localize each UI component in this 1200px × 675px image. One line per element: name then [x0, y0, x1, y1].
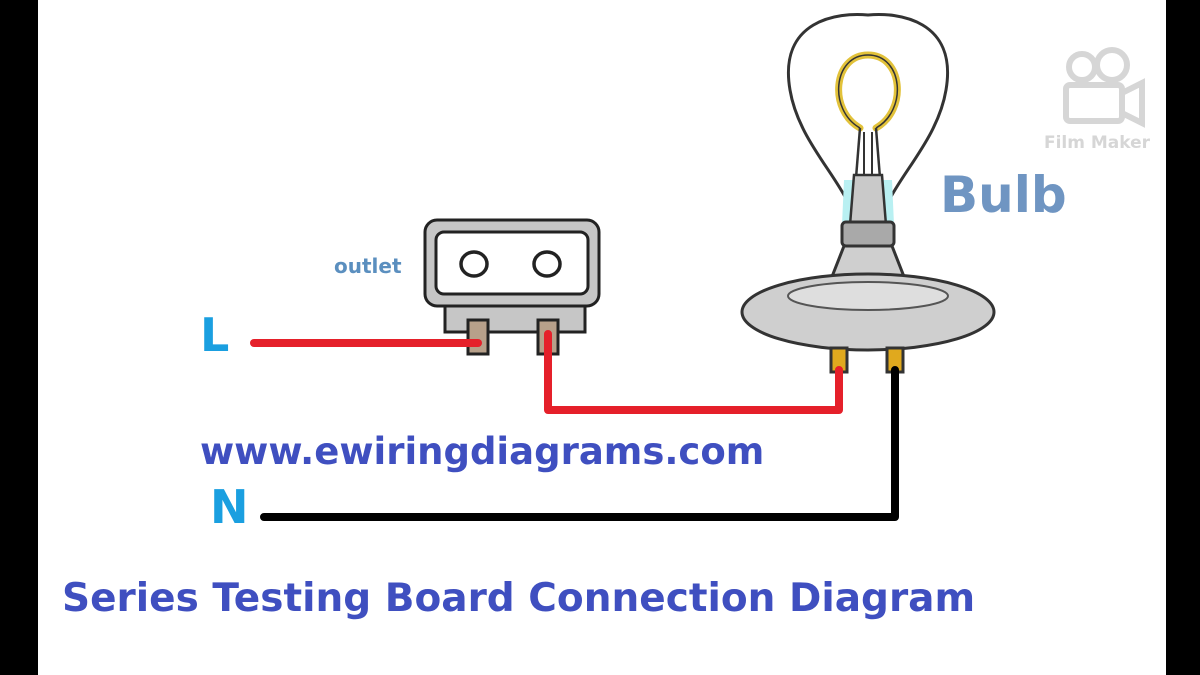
diagram-title: Series Testing Board Connection Diagram: [62, 576, 976, 621]
light-bulb: [740, 13, 996, 374]
film-maker-watermark: Film Maker: [1038, 45, 1156, 160]
outlet-label: outlet: [334, 254, 402, 278]
outlet-socket: [423, 218, 601, 356]
socket-hole-right: [532, 250, 562, 278]
film-camera-icon: [1063, 47, 1145, 128]
website-url: www.ewiringdiagrams.com: [200, 430, 765, 473]
live-terminal-label: L: [200, 308, 230, 362]
outlet-terminal-left: [466, 318, 490, 356]
bulb-cap: [840, 220, 896, 248]
diagram-canvas: L N outlet Bulb www.ewiringdiagrams.com …: [38, 0, 1166, 675]
watermark-text: Film Maker: [1043, 133, 1151, 153]
neutral-terminal-label: N: [210, 480, 249, 534]
neutral-wire: [260, 366, 899, 521]
wiring-diagram: [250, 13, 996, 521]
bulb-label: Bulb: [940, 166, 1067, 224]
live-wire-series: [544, 330, 843, 414]
socket-hole-left: [459, 250, 489, 278]
bulb-glass: [786, 13, 950, 234]
